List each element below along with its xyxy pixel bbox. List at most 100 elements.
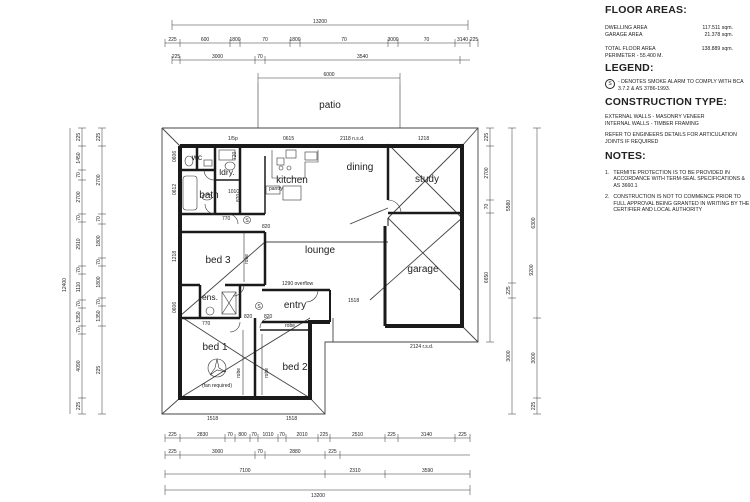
window-code: 1218	[172, 251, 178, 262]
room-label-lounge: lounge	[305, 245, 335, 256]
garage-door-code: 2124 r.s.d.	[410, 344, 433, 350]
room-label-garage: garage	[407, 264, 439, 275]
dimension-label: 600	[201, 37, 210, 43]
note-item: 1. TERMITE PROTECTION IS TO BE PROVIDED …	[605, 170, 750, 190]
dimension-label: 3140	[457, 37, 468, 43]
garage-area-row: GARAGE AREA 21.378 sqm.	[605, 32, 733, 39]
room-label-bed3: bed 3	[205, 255, 230, 266]
dimension-label: 225	[168, 449, 177, 455]
total-area-row: TOTAL FLOOR AREA 138.889 sqm.	[605, 46, 733, 53]
engineer-note: REFER TO ENGINEERS DETAILS FOR ARTICULAT…	[605, 132, 737, 145]
dimension-label: 70	[96, 299, 102, 305]
dimension-label: 1800	[96, 276, 102, 287]
room-label-patio: patio	[319, 100, 341, 111]
window-code: 1/5p	[228, 136, 238, 142]
window-code: 0606	[172, 302, 178, 313]
dimension-label: 70	[76, 172, 82, 178]
dimension-label: 3590	[422, 468, 433, 474]
dimension-label: 4090	[76, 360, 82, 371]
dimension-label: 2700	[76, 191, 82, 202]
dimension-label: 3000	[506, 350, 512, 361]
note-text: TERMITE PROTECTION IS TO BE PROVIDED IN …	[613, 169, 745, 189]
notes-heading: NOTES:	[605, 150, 646, 163]
window-code: 1518	[286, 416, 297, 422]
walls	[178, 144, 464, 400]
dimension-label: 1800	[289, 37, 300, 43]
dwelling-area-row: DWELLING AREA 117.511 sqm.	[605, 25, 733, 32]
dimension-label: 1800	[229, 37, 240, 43]
construction-heading: CONSTRUCTION TYPE:	[605, 96, 728, 109]
garage-area-label: GARAGE AREA	[605, 31, 643, 38]
pantry-label: pantry	[269, 186, 283, 192]
dimension-label: 2700	[484, 167, 490, 178]
dwelling-area-label: DWELLING AREA	[605, 25, 648, 32]
dimension-label: 225	[484, 133, 490, 142]
dimension-label: 70	[257, 54, 263, 60]
dimension-label: 70	[76, 215, 82, 221]
dimension-label: 225	[470, 37, 479, 43]
dimension-label: 70	[424, 37, 430, 43]
dimension-label: 3000	[531, 352, 537, 363]
door-size: 820	[244, 314, 253, 320]
dimension-label: 2880	[289, 449, 300, 455]
dimension-label: 225	[506, 286, 512, 295]
dimension-label: 225	[320, 432, 329, 438]
dimension-label: 2910	[76, 238, 82, 249]
dimension-label: 1110	[76, 282, 82, 293]
dimension-label: 70	[279, 432, 285, 438]
door-size: 770	[202, 321, 211, 327]
note-item: 2. CONSTRUCTION IS NOT TO COMMENCE PRIOR…	[605, 194, 750, 214]
legend-item: S - DENOTES SMOKE ALARM TO COMPLY WITH B…	[605, 79, 750, 92]
dimension-label: 3000	[212, 449, 223, 455]
door-size: 820	[236, 193, 242, 202]
total-area-label: TOTAL FLOOR AREA	[605, 46, 656, 53]
dimension-label: 70	[341, 37, 347, 43]
dimension-label: 2700	[96, 174, 102, 185]
door-size: 770	[222, 216, 231, 222]
top-overall-dim: 13200	[313, 19, 327, 25]
dimension-label: 2310	[349, 468, 360, 474]
internal-walls-text: INTERNAL WALLS - TIMBER FRAMING	[605, 120, 699, 127]
patio-width-dim: 6000	[323, 72, 334, 78]
fan-required-note: (fan required)	[202, 383, 232, 389]
dimension-label: 70	[76, 267, 82, 273]
room-label-dining: dining	[347, 162, 374, 173]
dimension-label: 70	[227, 432, 233, 438]
window-code: 2118 n.s.d.	[340, 136, 364, 142]
dimension-label: 225	[76, 133, 82, 142]
dimension-label: 3540	[357, 54, 368, 60]
dimension-label: 225	[168, 37, 177, 43]
window-code: 1518	[207, 416, 218, 422]
room-labels: wc ldry. bath kitchen dining study loung…	[191, 152, 439, 373]
room-label-ldry: ldry.	[219, 167, 234, 177]
dimension-label: 70	[484, 204, 490, 210]
note-number: 2.	[605, 194, 610, 200]
dimension-label: 3140	[421, 432, 432, 438]
robe-label: robe	[244, 254, 250, 264]
smoke-alarm-icon: S	[605, 79, 615, 90]
external-walls-text: EXTERNAL WALLS - MASONRY VENEER	[605, 114, 705, 121]
window-code: 0612	[172, 184, 178, 195]
room-label-bed2: bed 2	[282, 362, 307, 373]
dimension-label: 225	[328, 449, 337, 455]
right-overall-dim: 9200	[529, 264, 535, 275]
eaves-outline	[161, 127, 479, 415]
floor-areas-heading: FLOOR AREAS:	[605, 4, 687, 16]
robe-label: robe	[264, 368, 270, 378]
window-code: 1218	[418, 136, 429, 142]
note-number: 1.	[605, 169, 610, 176]
door-size: 820	[262, 224, 271, 230]
dimension-label: 3000	[212, 54, 223, 60]
window-code: 1290 overflow	[282, 281, 314, 287]
dimension-label: 70	[76, 301, 82, 307]
dimension-label: 2830	[197, 432, 208, 438]
dimension-label: 7100	[239, 468, 250, 474]
door-size: 1010	[228, 189, 239, 195]
dimension-label: 800	[238, 432, 247, 438]
dwelling-area-value: 117.511 sqm.	[702, 25, 733, 32]
room-label-bath: bath	[199, 190, 218, 201]
dimension-label: 1800	[96, 235, 102, 246]
